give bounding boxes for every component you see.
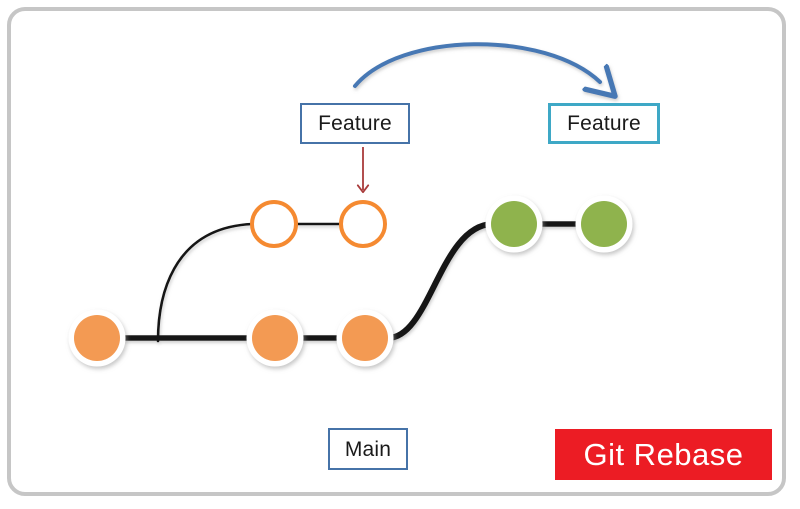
feature-after-nodes — [485, 195, 633, 253]
diagram-frame — [7, 7, 786, 496]
commit-node-feature-old-1 — [250, 200, 298, 248]
feature-before-nodes — [250, 200, 387, 248]
commit-node-feature-new-2 — [575, 195, 633, 253]
feature-branch-label-after: Feature — [548, 103, 660, 144]
commit-node-feature-old-2 — [339, 200, 387, 248]
commit-node-main-3 — [336, 309, 394, 367]
commit-node-main-1 — [68, 309, 126, 367]
commit-node-main-2 — [246, 309, 304, 367]
feature-fork-line — [156, 222, 254, 343]
rebase-s-curve-line — [385, 221, 495, 341]
rebase-arc-arrow — [353, 42, 600, 86]
git-rebase-title-badge: Git Rebase — [555, 429, 772, 480]
feature-branch-label-before: Feature — [300, 103, 410, 144]
commit-node-feature-new-1 — [485, 195, 543, 253]
main-branch-nodes — [68, 309, 394, 367]
branch-lines — [97, 221, 581, 343]
main-branch-label: Main — [328, 428, 408, 470]
